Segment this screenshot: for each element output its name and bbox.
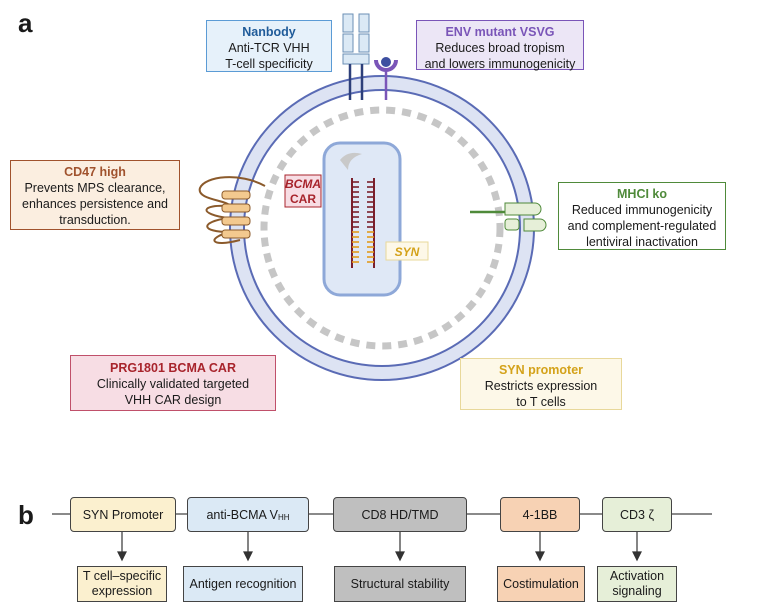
callout-prg1801: PRG1801 BCMA CAR Clinically validated ta… [70, 355, 276, 411]
callout-syn-promoter-line: to T cells [516, 395, 566, 409]
callout-mhci-line: lentiviral inactivation [586, 235, 698, 249]
nanobody-receptor [342, 13, 370, 100]
callout-mhci-title: MHCI ko [617, 187, 667, 201]
callout-prg1801-line: VHH CAR design [124, 393, 222, 407]
gene-cd3-zeta-label: CD3 ζ [620, 507, 654, 522]
callout-syn-promoter-title: SYN promoter [498, 363, 584, 377]
cd47-protein [198, 176, 266, 244]
callout-nanobody-line: T-cell specificity [225, 57, 313, 71]
callout-cd47-title: CD47 high [64, 165, 126, 179]
bcma-car-label-box [284, 174, 322, 208]
virus-core [322, 141, 402, 297]
bcma-car-label-line1: BCMA [285, 177, 321, 191]
callout-prg1801-title: PRG1801 BCMA CAR [110, 361, 236, 375]
callout-nanobody-line: Anti-TCR VHH [228, 41, 310, 55]
gene-cd8-hd-tmd: CD8 HD/TMD [333, 497, 467, 532]
callout-cd47-line: transduction. [59, 213, 131, 227]
syn-label: SYN [395, 245, 420, 259]
callout-env-title: ENV mutant VSVG [445, 25, 555, 39]
callout-env: ENV mutant VSVG Reduces broad tropism an… [416, 20, 584, 71]
rna-strand-left [351, 178, 359, 268]
callout-mhci-line: Reduced immunogenicity [571, 203, 713, 217]
gene-4-1bb-label: 4-1BB [522, 507, 558, 522]
bcma-car-label-line2: CAR [290, 192, 316, 206]
function-costimulation: Costimulation [497, 566, 585, 602]
lentivirus-diagram: BCMA CAR SYN [198, 13, 547, 381]
function-line: Activation [609, 569, 665, 583]
gene-syn-promoter-label: SYN Promoter [82, 507, 164, 522]
function-line: Antigen recognition [189, 576, 297, 591]
callout-prg1801-line: Clinically validated targeted [96, 377, 250, 391]
callout-syn-promoter: SYN promoter Restricts expression to T c… [460, 358, 622, 410]
function-structural-stability: Structural stability [334, 566, 466, 602]
function-line: T cell–specific [82, 569, 162, 583]
function-line: signaling [612, 584, 662, 598]
panel-label-a: a [18, 8, 33, 38]
core-highlight [340, 152, 362, 170]
gene-cd8-hd-tmd-label: CD8 HD/TMD [361, 507, 439, 522]
rna-strand-right [367, 178, 375, 268]
gene-cd3-zeta: CD3 ζ [602, 497, 672, 532]
callout-nanobody-title: Nanbody [242, 25, 296, 39]
callout-cd47-line: Prevents MPS clearance, [24, 181, 166, 195]
callout-env-line: Reduces broad tropism [435, 41, 565, 55]
vsvg-glycoprotein [374, 57, 398, 100]
function-line: Structural stability [350, 576, 450, 591]
function-line: expression [91, 584, 153, 598]
callout-syn-promoter-line: Restricts expression [484, 379, 598, 393]
gene-anti-bcma-vhh-label: anti-BCMA V [206, 507, 278, 522]
mhci-protein [470, 202, 547, 232]
gene-anti-bcma-vhh-subscript: HH [278, 513, 290, 522]
callout-nanobody: Nanbody Anti-TCR VHH T-cell specificity [206, 20, 332, 72]
function-antigen-recognition: Antigen recognition [183, 566, 303, 602]
callout-mhci: MHCI ko Reduced immunogenicity and compl… [558, 182, 726, 250]
gene-4-1bb: 4-1BB [500, 497, 580, 532]
callout-cd47: CD47 high Prevents MPS clearance, enhanc… [10, 160, 180, 230]
virus-capsid-dashed [260, 106, 504, 350]
callout-env-line: and lowers immunogenicity [424, 57, 576, 71]
panel-label-b: b [18, 500, 34, 530]
callout-mhci-line: and complement-regulated [567, 219, 717, 233]
callout-cd47-line: enhances persistence and [22, 197, 168, 211]
syn-label-box [385, 241, 429, 261]
function-line: Costimulation [503, 576, 579, 591]
gene-syn-promoter: SYN Promoter [70, 497, 176, 532]
